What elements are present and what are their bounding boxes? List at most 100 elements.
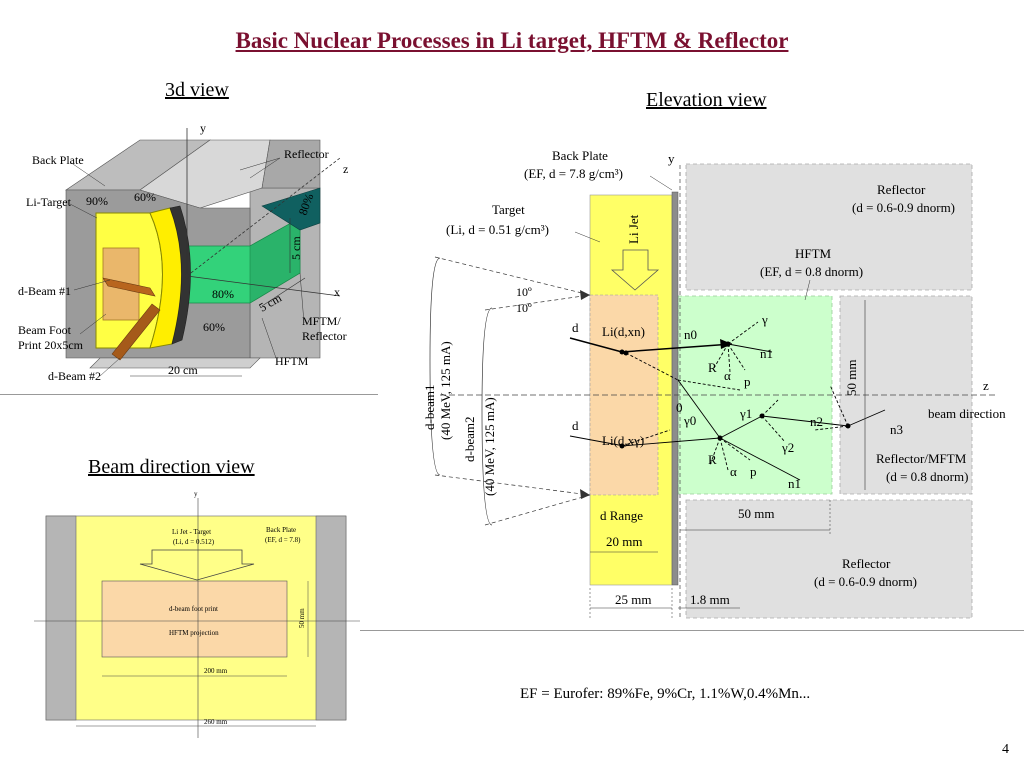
label-back-plate-beamview: Back Plate (266, 526, 296, 534)
label-dim-5cm-v: 5 cm (289, 236, 303, 260)
label-dim-1-8mm: 1.8 mm (690, 592, 730, 607)
label-beam-print-3d: Print 20x5cm (18, 338, 84, 352)
label-n1-top: n1 (760, 346, 773, 361)
label-mftm-reflector-3d: Reflector (302, 329, 347, 343)
label-dim-20cm: 20 cm (168, 363, 198, 377)
heading-3d-view: 3d view (165, 79, 229, 101)
slide-title: Basic Nuclear Processes in Li target, HF… (235, 28, 789, 53)
label-beam-foot-3d: Beam Foot (18, 323, 72, 337)
label-dim-50mm-v: 50 mm (844, 360, 859, 396)
label-alpha-top: α (724, 368, 731, 383)
label-axis-y-beamview: y (194, 490, 198, 498)
label-d-range: d Range (600, 508, 643, 523)
label-dim-20mm: 20 mm (606, 534, 642, 549)
diagram-elevation-view: Back Plate (EF, d = 7.8 g/cm³) Target (L… (422, 148, 1006, 619)
li-jet-arrow (610, 249, 660, 291)
label-pct-60-top: 60% (134, 190, 156, 204)
reaction-tracks (621, 321, 886, 481)
label-reflector-3d: Reflector (284, 147, 329, 161)
page-number: 4 (1002, 742, 1009, 757)
label-gamma1: γ1 (739, 406, 752, 421)
label-dim-50mm: 50 mm (298, 608, 306, 628)
label-R-bottom: R (708, 452, 717, 467)
diagram-3d-view: Back Plate Reflector Li-Target d-Beam #1… (18, 121, 348, 383)
label-n3: n3 (890, 422, 903, 437)
label-hftm-elev: HFTM (795, 246, 832, 261)
label-n2: n2 (810, 414, 823, 429)
label-d-beam-1-3d: d-Beam #1 (18, 284, 71, 298)
label-p-top: p (744, 374, 751, 389)
reflector-bottom-region (685, 499, 973, 619)
side-wall-left (45, 515, 77, 721)
label-dim-50mm-h: 50 mm (738, 506, 774, 521)
label-n0: n0 (684, 327, 697, 342)
label-reflector-mftm: Reflector/MFTM (876, 451, 967, 466)
label-pct-90: 90% (86, 194, 108, 208)
label-hftm-projection: HFTM projection (169, 629, 219, 637)
label-p-bottom: p (750, 464, 757, 479)
label-li-jet-target: Li Jet - Target (172, 528, 211, 536)
label-li-jet: Li Jet (626, 214, 641, 244)
label-d-top: d (572, 320, 579, 335)
label-n1-bottom: n1 (788, 476, 801, 491)
label-li-dxn: Li(d,xn) (602, 324, 645, 339)
d-beam-2-3d (111, 303, 161, 361)
label-angle-1: 10º (516, 285, 532, 299)
label-dim-25mm: 25 mm (615, 592, 651, 607)
li-flow-arrow (139, 549, 255, 581)
label-back-plate-elev: Back Plate (552, 148, 608, 163)
label-gamma: γ (761, 312, 768, 327)
reflector-top-region (685, 163, 973, 291)
heading-beam-direction-view: Beam direction view (88, 456, 255, 478)
label-back-plate-spec-elev: (EF, d = 7.8 g/cm³) (524, 166, 623, 181)
label-gamma2: γ2 (781, 440, 794, 455)
label-reflector-bottom: Reflector (842, 556, 891, 571)
footnote-eurofer: EF = Eurofer: 89%Fe, 9%Cr, 1.1%W,0.4%Mn.… (520, 686, 811, 702)
label-hftm-3d: HFTM (275, 354, 309, 368)
label-footprint: d-beam foot print (169, 605, 218, 613)
label-gamma0: γ0 (683, 413, 696, 428)
diagram-beam-direction-view: y Li Jet - Target (Li, d = 0.512) Back P… (34, 490, 360, 738)
label-origin: 0 (676, 400, 683, 415)
label-d-bottom: d (572, 418, 579, 433)
label-reflector-mftm-spec: (d = 0.8 dnorm) (886, 469, 968, 484)
label-d-beam-2: d-beam2 (462, 417, 477, 462)
label-d-beam-2-spec: (40 MeV, 125 mA) (482, 397, 497, 496)
d-beam-1-3d (102, 277, 156, 297)
label-axis-z-elev: z (983, 378, 989, 393)
label-li-dxg: Li(d,xγ) (602, 433, 644, 448)
label-axis-y-elev: y (668, 151, 675, 166)
label-axis-z-3d: z (343, 162, 348, 176)
label-reflector-bottom-spec: (d = 0.6-0.9 dnorm) (814, 574, 917, 589)
label-mftm-3d: MFTM/ (302, 314, 341, 328)
label-dim-200mm: 200 mm (204, 667, 228, 675)
label-angle-2: 10º (516, 301, 532, 315)
separator-3d (0, 394, 378, 395)
label-back-plate-3d: Back Plate (32, 153, 84, 167)
n0-track (621, 343, 733, 353)
reflector-side (261, 139, 321, 189)
label-reflector-top: Reflector (877, 182, 926, 197)
label-target-spec: (Li, d = 0.51 g/cm³) (446, 222, 549, 237)
label-reflector-top-spec: (d = 0.6-0.9 dnorm) (852, 200, 955, 215)
back-plate-strip (671, 191, 679, 586)
axis-z-3d (186, 157, 341, 277)
label-axis-y-3d: y (200, 121, 206, 135)
axis-x-3d (186, 275, 341, 297)
label-target: Target (492, 202, 525, 217)
label-alpha-bottom: α (730, 464, 737, 479)
label-beam-direction: beam direction (928, 406, 1006, 421)
label-R-top: R (708, 360, 717, 375)
label-pct-80-front: 80% (212, 287, 234, 301)
heading-elevation-view: Elevation view (646, 89, 767, 111)
beam-footprint-front (101, 580, 288, 658)
side-wall-right (315, 515, 347, 721)
label-d-beam-2-3d: d-Beam #2 (48, 369, 101, 383)
label-axis-x-3d: x (334, 285, 340, 299)
label-pct-60-bottom: 60% (203, 320, 225, 334)
label-li-jet-spec: (Li, d = 0.512) (173, 538, 215, 546)
label-d-beam-1-spec: (40 MeV, 125 mA) (438, 341, 453, 440)
label-hftm-spec: (EF, d = 0.8 dnorm) (760, 264, 863, 279)
label-li-target-3d: Li-Target (26, 195, 72, 209)
separator-elevation (360, 630, 1024, 631)
